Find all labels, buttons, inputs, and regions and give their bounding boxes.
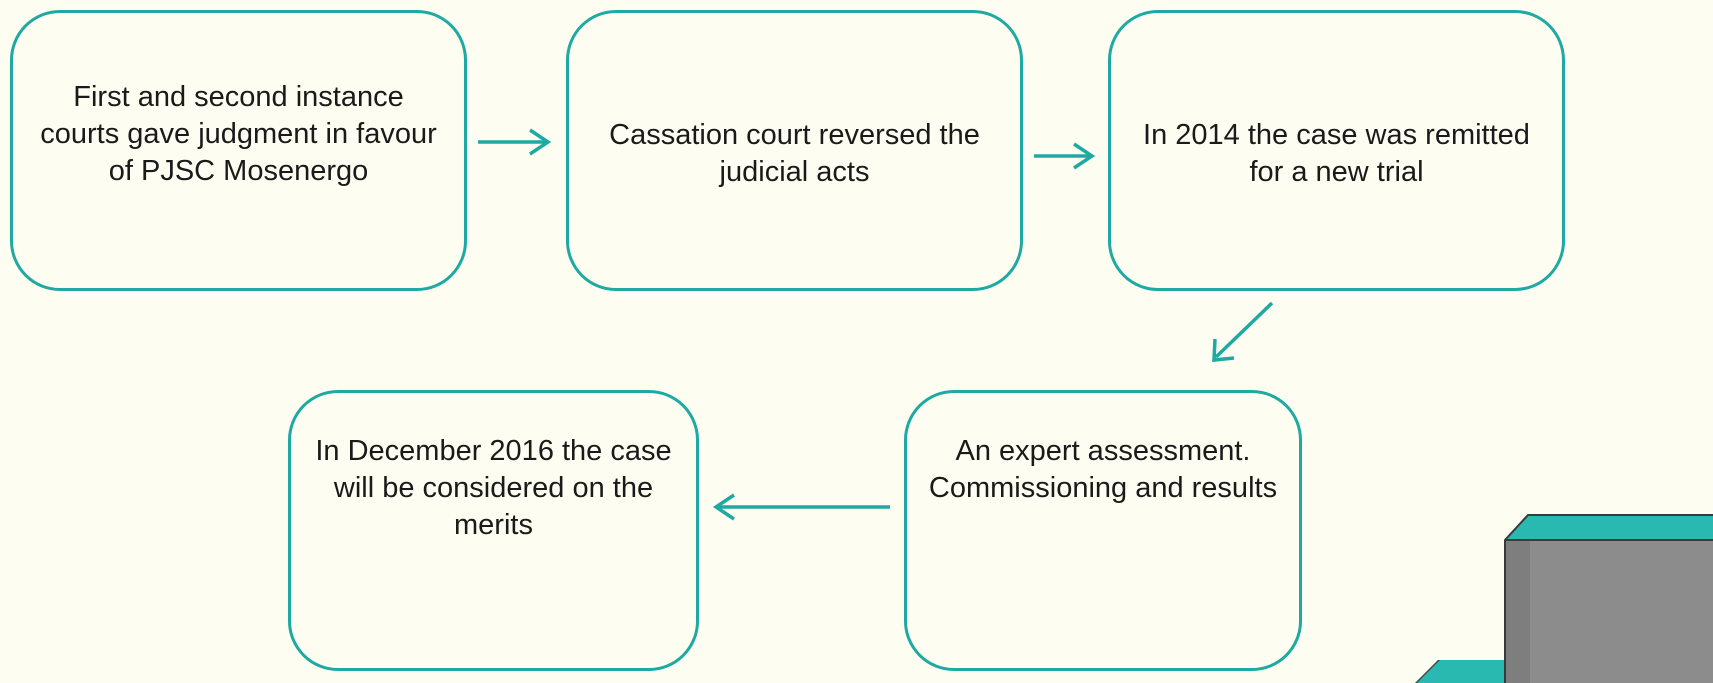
arrow-step4-to-step5 [712, 493, 890, 521]
step-box-2: Cassation court reversed the judicial ac… [566, 10, 1023, 291]
arrow-step3-to-step4 [1212, 301, 1274, 362]
step-label-1: First and second instance courts gave ju… [40, 81, 437, 187]
stairs-graphic [1415, 514, 1713, 683]
step-label-4: An expert assessment. Commissioning and … [928, 435, 1278, 504]
step-label-3: In 2014 the case was remitted for a new … [1143, 119, 1530, 188]
step-box-5: In December 2016 the case will be consid… [288, 390, 699, 671]
arrow-step2-to-step3 [1034, 142, 1096, 170]
arrow-step1-to-step2 [478, 128, 552, 156]
step-label-2: Cassation court reversed the judicial ac… [609, 119, 980, 188]
step-box-3: In 2014 the case was remitted for a new … [1108, 10, 1565, 291]
step-box-1: First and second instance courts gave ju… [10, 10, 467, 291]
step-box-4: An expert assessment. Commissioning and … [904, 390, 1302, 671]
step-label-5: In December 2016 the case will be consid… [315, 435, 672, 541]
